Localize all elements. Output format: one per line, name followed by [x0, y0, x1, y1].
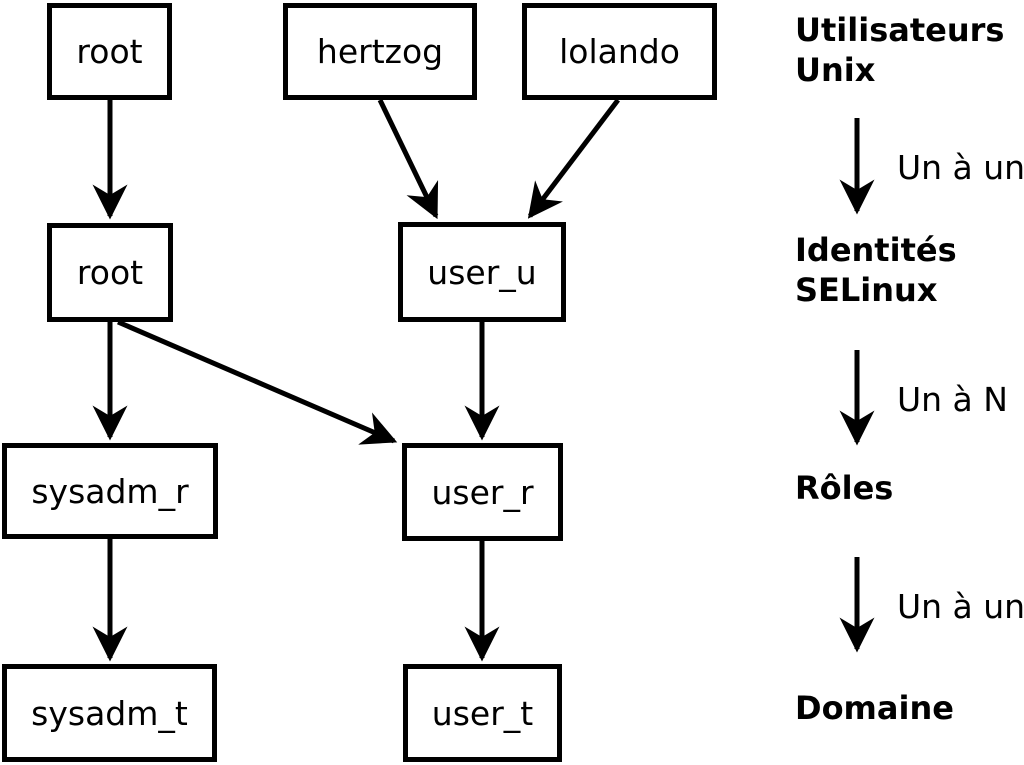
legend-level-roles: Rôles [795, 469, 894, 507]
node-hertzog: hertzog [283, 3, 477, 100]
legend-level-utilisateurs-unix: Utilisateurs Unix [795, 11, 1005, 89]
node-root-selinux: root [47, 223, 173, 322]
node-user-u: user_u [398, 222, 566, 322]
node-label: lolando [559, 32, 680, 71]
node-label: root [76, 32, 143, 71]
arrow-root-selinux-to-user-r [117, 319, 398, 445]
legend-relation-un-a-un-1: Un à un [897, 148, 1024, 187]
node-user-r: user_r [402, 443, 563, 541]
node-user-t: user_t [403, 664, 562, 762]
node-label: user_u [427, 252, 537, 292]
legend-relation-un-a-un-2: Un à un [897, 587, 1024, 626]
legend-level-identites-selinux: Identités SELinux [795, 231, 957, 309]
node-lolando: lolando [522, 3, 717, 100]
arrow-hertzog-to-user-u [377, 98, 439, 220]
node-sysadm-r: sysadm_r [2, 443, 218, 539]
arrow-lolando-to-user-u [527, 98, 620, 219]
node-label: user_r [431, 472, 534, 512]
node-label: user_t [431, 693, 534, 733]
node-label: root [76, 253, 144, 292]
node-sysadm-t: sysadm_t [2, 664, 217, 762]
legend-relation-un-a-n: Un à N [897, 380, 1008, 419]
node-label: sysadm_t [31, 693, 188, 733]
node-root-unix: root [47, 3, 172, 100]
node-label: hertzog [316, 32, 444, 71]
node-label: sysadm_r [31, 471, 189, 511]
legend-level-domaine: Domaine [795, 689, 954, 727]
